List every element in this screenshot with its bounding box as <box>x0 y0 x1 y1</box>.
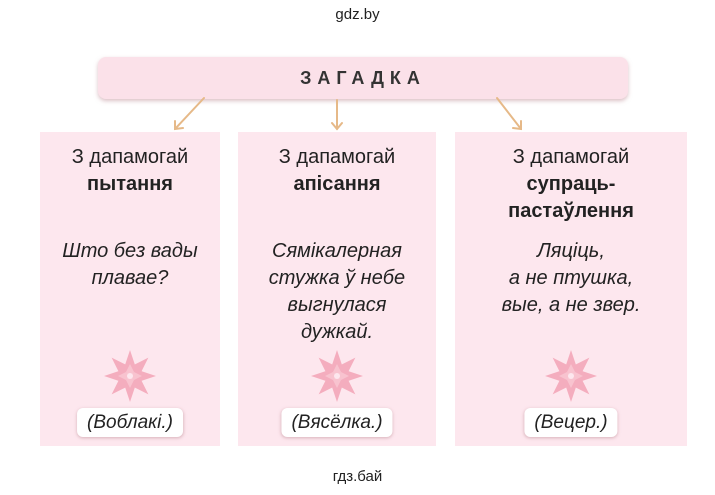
card-heading-bold: апісання <box>238 171 436 198</box>
riddle-line: выгнулася <box>287 294 387 316</box>
answer-box: (Воблакі.) <box>77 408 183 437</box>
arrow-left-head <box>174 120 184 131</box>
card-heading: З дапамогай апісання <box>238 144 436 198</box>
card-heading-bold-line: пытання <box>87 173 173 195</box>
watermark-top: gdz.by <box>335 6 380 23</box>
card-contrast: З дапамогай супраць- пастаўлення Ляціць,… <box>455 132 687 446</box>
card-heading: З дапамогай супраць- пастаўлення <box>455 144 687 225</box>
star-ornament-icon <box>311 350 363 402</box>
riddle-line: стужка ў небе <box>268 267 406 289</box>
riddle-line: плавае? <box>91 267 169 289</box>
riddle-text: Ляціць, а не птушка, вые, а не звер. <box>455 238 687 319</box>
watermark-bottom: гдз.бай <box>332 468 383 485</box>
card-heading-normal: З дапамогай <box>278 146 396 168</box>
connector-arrows <box>174 97 522 131</box>
arrow-right-head <box>512 120 522 131</box>
riddle-line: а не птушка, <box>508 267 634 289</box>
card-heading-bold-line: апісання <box>293 173 381 195</box>
arrow-right <box>496 97 522 130</box>
riddle-line: дужкай. <box>300 321 374 343</box>
card-heading-bold: супраць- пастаўлення <box>455 171 687 225</box>
card-heading-bold-line: пастаўлення <box>508 200 634 222</box>
card-question: З дапамогай пытання Што без вады плавае?… <box>40 132 220 446</box>
riddle-line: Ляціць, <box>537 240 605 262</box>
star-ornament-icon <box>545 350 597 402</box>
riddle-line: Што без вады <box>62 240 198 262</box>
card-heading-bold: пытання <box>40 171 220 198</box>
card-description: З дапамогай апісання Сямікалерная стужка… <box>238 132 436 446</box>
star-ornament-icon <box>104 350 156 402</box>
card-heading-normal: З дапамогай <box>512 146 630 168</box>
title-box: ЗАГАДКА <box>98 57 628 99</box>
answer-box: (Вецер.) <box>524 408 618 437</box>
title-text: ЗАГАДКА <box>300 67 426 88</box>
riddle-text: Сямікалерная стужка ў небе выгнулася дуж… <box>238 238 436 346</box>
riddle-text: Што без вады плавае? <box>40 238 220 292</box>
card-heading-normal: З дапамогай <box>71 146 189 168</box>
arrow-left <box>174 97 205 130</box>
answer-box: (Вясёлка.) <box>281 408 393 437</box>
arrow-middle-head <box>331 122 343 131</box>
card-heading-bold-line: супраць- <box>526 173 616 195</box>
riddle-line: Сямікалерная <box>272 240 402 262</box>
card-heading: З дапамогай пытання <box>40 144 220 198</box>
riddle-line: вые, а не звер. <box>501 294 641 316</box>
